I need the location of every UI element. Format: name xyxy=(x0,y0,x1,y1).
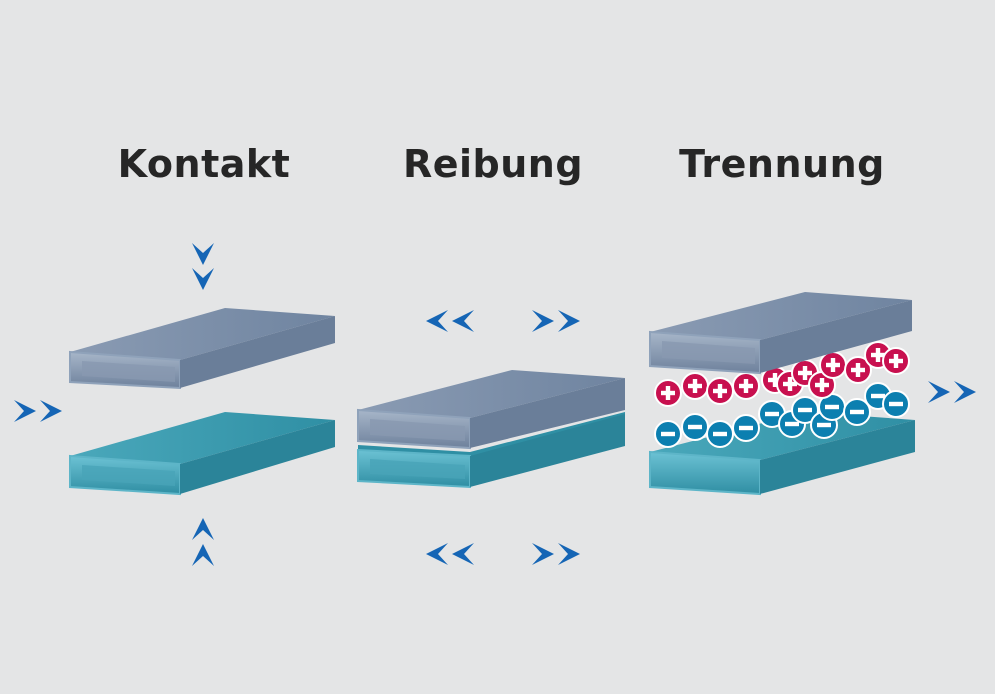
arrow-right-top-reibung xyxy=(532,310,580,332)
plate-top-reibung xyxy=(357,370,625,450)
minus-charge-icon xyxy=(882,390,910,418)
minus-charge-icon xyxy=(654,420,682,448)
plus-charge-icon xyxy=(654,379,682,407)
arrow-right-bottom-reibung xyxy=(532,543,580,565)
arrow-up-kontakt xyxy=(192,518,214,566)
arrow-right-kontakt xyxy=(14,400,62,422)
plus-charge-icon xyxy=(732,372,760,400)
plus-charge-icon xyxy=(882,347,910,375)
plus-charge-icon xyxy=(819,351,847,379)
minus-charge-icon xyxy=(791,396,819,424)
plus-charge-icon xyxy=(706,377,734,405)
step-title-trennung: Trennung xyxy=(679,142,885,186)
arrow-left-bottom-reibung xyxy=(426,543,474,565)
minus-charge-icon xyxy=(681,413,709,441)
step-title-kontakt: Kontakt xyxy=(117,142,291,186)
arrow-down-kontakt xyxy=(192,243,214,290)
plate-bottom-reibung xyxy=(357,412,625,489)
minus-charge-icon xyxy=(706,420,734,448)
minus-charge-icon xyxy=(732,414,760,442)
negative-charges xyxy=(654,382,910,448)
plate-bottom-trennung xyxy=(649,412,915,496)
plate-top-trennung xyxy=(649,292,912,375)
arrow-left-top-reibung xyxy=(426,310,474,332)
plate-bottom-kontakt xyxy=(69,412,335,496)
minus-charge-icon xyxy=(843,398,871,426)
plus-charge-icon xyxy=(844,356,872,384)
step-title-reibung: Reibung xyxy=(402,142,584,186)
arrow-right-trennung xyxy=(928,381,976,403)
plate-top-kontakt xyxy=(69,308,335,390)
plus-charge-icon xyxy=(681,372,709,400)
